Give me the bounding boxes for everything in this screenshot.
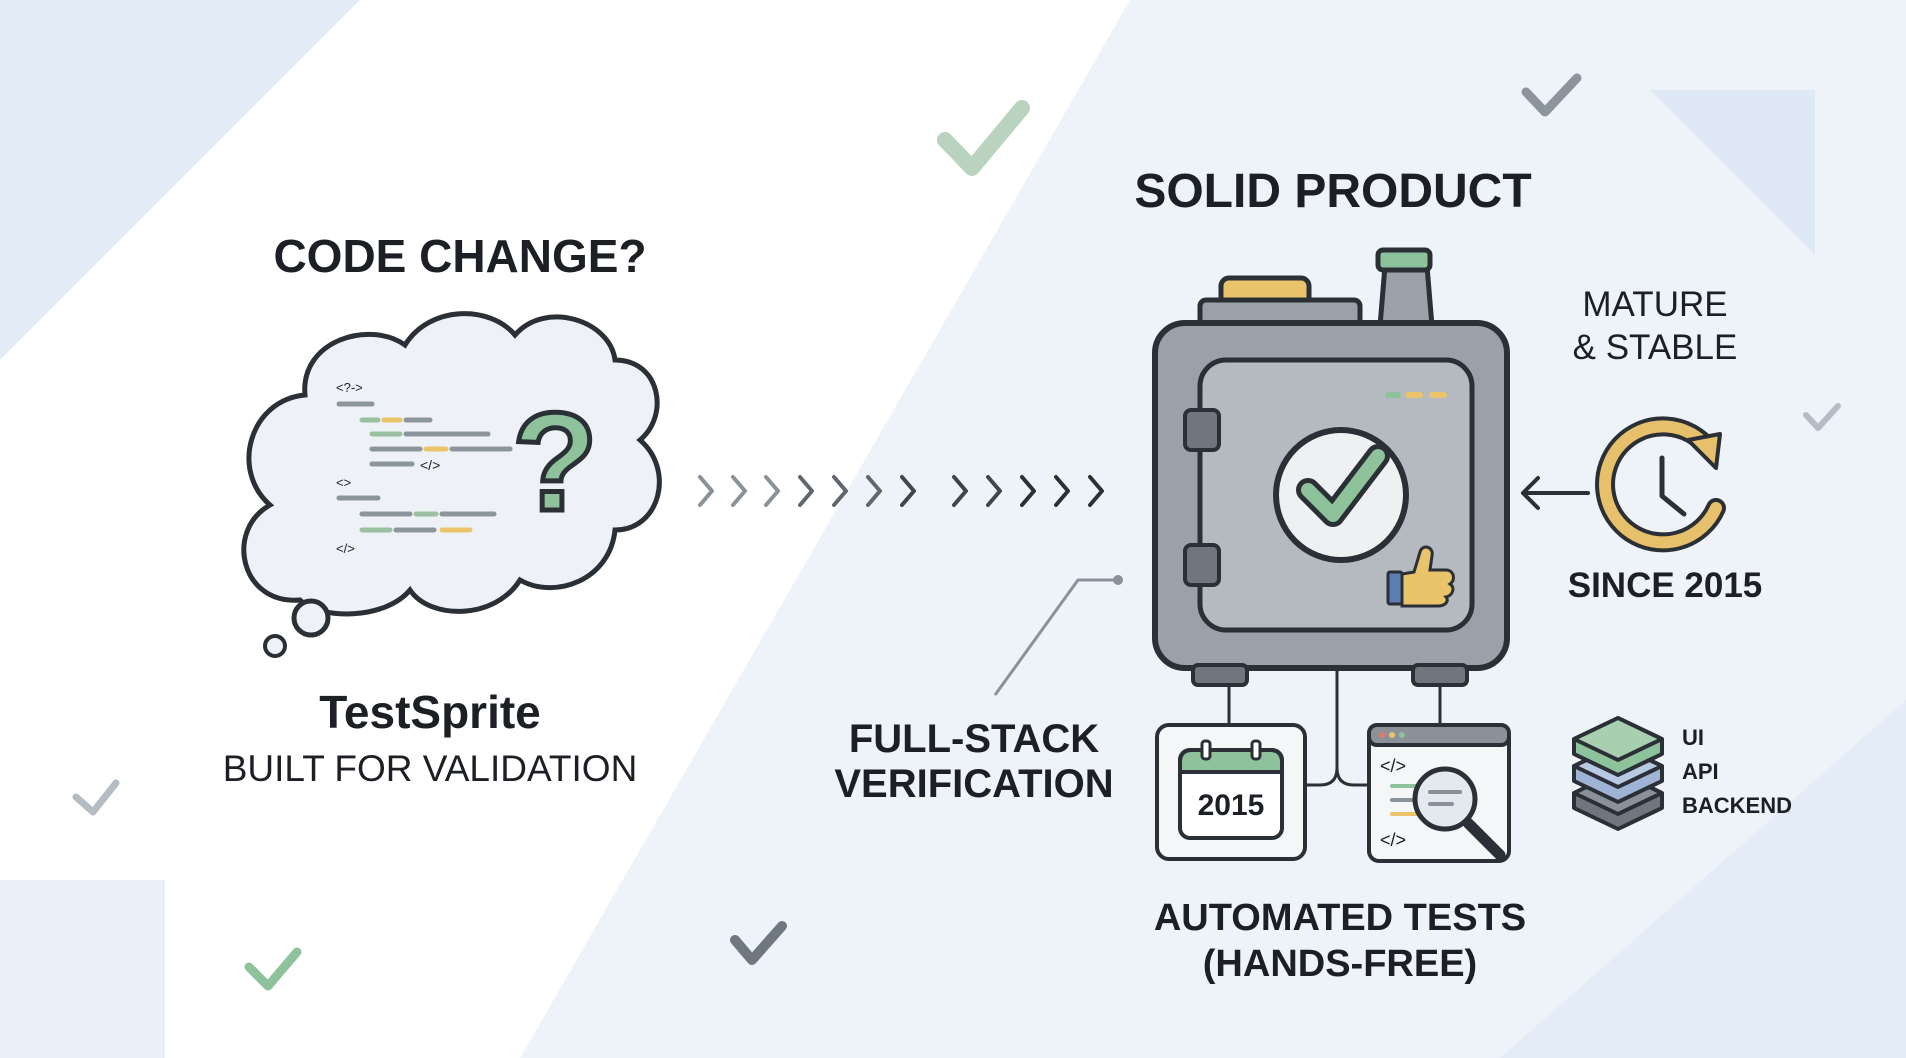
decorative-checkmarks [72, 73, 1841, 991]
chevron-arrows-icon [698, 475, 1104, 507]
arrow-left-icon [1521, 476, 1590, 510]
magnifier-icon [1412, 766, 1506, 861]
code-change-heading: CODE CHANGE? [273, 230, 646, 282]
thought-cloud-icon: <?-> </> <> </> ? [241, 311, 662, 658]
code-window-card: </> </> [1367, 723, 1511, 863]
solid-product-heading: SOLID PRODUCT [1134, 165, 1531, 218]
code-tag: <?-> [336, 380, 363, 395]
check-icon [1521, 73, 1582, 117]
pointer-line [993, 575, 1123, 696]
clock-refresh-icon [1595, 416, 1726, 553]
hands-free-label: (HANDS-FREE) [1203, 943, 1477, 985]
code-tag: <> [336, 475, 351, 490]
verification-label: VERIFICATION [834, 762, 1113, 806]
code-snippet: <?-> </> <> </> [336, 380, 513, 556]
layer-api-label: API [1682, 759, 1719, 784]
question-mark-icon: ? [512, 383, 598, 540]
layer-ui-label: UI [1682, 725, 1704, 750]
brand-name: TestSprite [319, 686, 541, 738]
automated-tests-label: AUTOMATED TESTS [1154, 897, 1526, 939]
code-tag-bottom: </> [1380, 830, 1406, 850]
code-tag: </> [336, 541, 355, 556]
calendar-year: 2015 [1198, 789, 1265, 822]
check-icon [244, 947, 302, 991]
check-icon [72, 779, 120, 816]
code-tag: </> [420, 457, 440, 473]
thumbs-up-icon [1386, 545, 1455, 608]
stable-label: & STABLE [1573, 328, 1738, 367]
check-icon [730, 921, 787, 965]
check-icon [937, 100, 1030, 176]
brand-tagline: BUILT FOR VALIDATION [223, 748, 638, 789]
mature-label: MATURE [1582, 285, 1727, 324]
code-tag-top: </> [1380, 756, 1406, 776]
fullstack-label: FULL-STACK [849, 717, 1099, 761]
layer-backend-label: BACKEND [1682, 793, 1792, 818]
connector-lines [1227, 668, 1442, 787]
safe-icon [1152, 247, 1510, 687]
check-icon [1803, 403, 1841, 431]
layers-stack-icon [1572, 716, 1664, 831]
since-label: SINCE 2015 [1568, 566, 1763, 605]
calendar-icon: 2015 [1178, 739, 1284, 840]
calendar-card: 2015 [1155, 723, 1307, 861]
